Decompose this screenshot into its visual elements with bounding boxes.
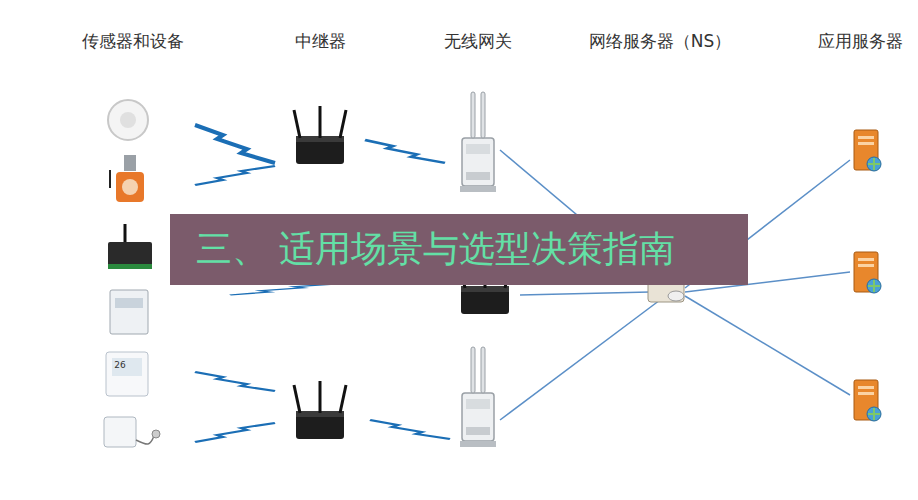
column-header: 传感器和设备 <box>82 30 184 53</box>
display-reading: 26 <box>114 360 125 370</box>
column-header: 无线网关 <box>444 30 512 53</box>
column-header: 应用服务器 <box>818 30 903 53</box>
column-header: 中继器 <box>295 30 346 53</box>
banner-text: 三、 适用场景与选型决策指南 <box>196 225 675 274</box>
title-banner: 三、 适用场景与选型决策指南 <box>170 214 748 285</box>
column-header: 网络服务器（NS） <box>589 30 732 53</box>
